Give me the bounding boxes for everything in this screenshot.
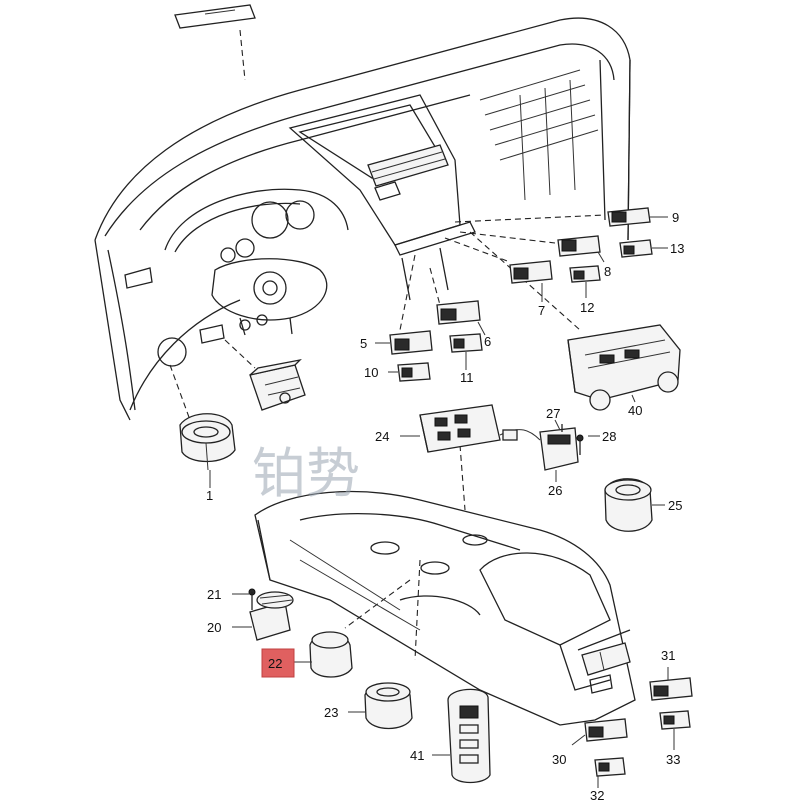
callout-5: 5: [360, 336, 367, 351]
callout-26: 26: [548, 483, 562, 498]
dashboard-outline: [94, 4, 631, 421]
callout-41: 41: [410, 748, 424, 763]
callout-24: 24: [375, 429, 389, 444]
watermark-text: 铂势: [252, 442, 360, 505]
callout-25: 25: [668, 498, 682, 513]
callout-leaders: [209, 216, 675, 788]
part-module-26: [499, 424, 584, 471]
part-switch-5: [389, 330, 433, 355]
callout-9: 9: [672, 210, 679, 225]
highlight-box-22: [261, 648, 295, 678]
part-22-knob: [309, 631, 353, 678]
callout-40: 40: [628, 403, 642, 418]
callout-7: 7: [538, 303, 545, 318]
part-headlight-switch: [179, 413, 236, 471]
callout-30: 30: [552, 752, 566, 767]
callout-32: 32: [590, 788, 604, 800]
callout-33: 33: [666, 752, 680, 767]
part-climate-control: [567, 324, 681, 411]
callout-21: 21: [207, 587, 221, 602]
part-switch-31: [649, 677, 693, 701]
part-light-module: [249, 358, 306, 411]
callout-11: 11: [460, 370, 474, 385]
callout-labels: 9 13 8 12 7 6 5 11 10 40 1 24 27 28 26 2…: [206, 210, 684, 800]
part-switch-8: [557, 235, 601, 257]
part-switch-7: [509, 260, 553, 284]
center-console: [254, 490, 636, 726]
callout-10: 10: [364, 365, 378, 380]
callout-8: 8: [604, 264, 611, 279]
part-switch-30: [584, 718, 628, 742]
part-switch-10: [397, 362, 431, 382]
part-switch-13: [619, 239, 653, 258]
part-41-panel: [447, 688, 491, 784]
callout-1: 1: [206, 488, 213, 503]
part-switch-12: [569, 265, 601, 283]
callout-20: 20: [207, 620, 221, 635]
part-23-knob: [364, 682, 413, 730]
part-switch-6: [436, 300, 481, 325]
callout-22: 22: [268, 656, 282, 671]
callout-27: 27: [546, 406, 560, 421]
part-25-knob: [604, 478, 653, 532]
callout-28: 28: [602, 429, 616, 444]
part-switch-9: [607, 207, 651, 227]
callout-31: 31: [661, 648, 675, 663]
callout-12: 12: [580, 300, 594, 315]
callout-23: 23: [324, 705, 338, 720]
part-20-assembly: [248, 588, 294, 641]
part-window-switch: [419, 404, 501, 453]
part-switch-32: [594, 757, 626, 777]
part-switch-33: [659, 710, 691, 730]
leader-lines: [169, 29, 606, 661]
callout-13: 13: [670, 241, 684, 256]
part-switch-11: [449, 333, 483, 353]
callout-6: 6: [484, 334, 491, 349]
